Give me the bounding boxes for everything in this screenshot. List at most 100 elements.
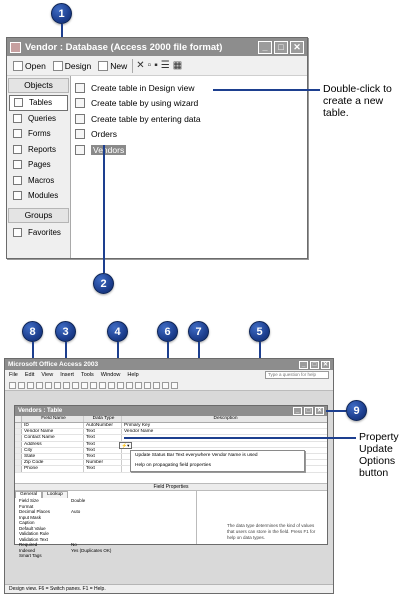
- undo-icon[interactable]: [81, 381, 88, 389]
- row-selector[interactable]: [15, 447, 22, 453]
- nav-item-macros[interactable]: Macros: [7, 173, 70, 189]
- data-type-cell[interactable]: Text: [84, 453, 122, 460]
- menu-view[interactable]: View: [41, 372, 54, 378]
- field-name-cell[interactable]: Zip Code: [22, 460, 84, 466]
- nav-item-forms[interactable]: Forms: [7, 126, 70, 142]
- table-maximize-button[interactable]: □: [304, 407, 313, 415]
- large-icons-icon[interactable]: ▫: [147, 60, 152, 71]
- cut-icon[interactable]: [54, 381, 61, 389]
- row-selector[interactable]: [15, 429, 22, 435]
- field-name-cell[interactable]: State: [22, 453, 84, 460]
- ask-question-input[interactable]: Type a question for help: [265, 371, 329, 379]
- build-icon[interactable]: [135, 381, 142, 389]
- view-icon[interactable]: [9, 381, 16, 389]
- property-row[interactable]: Format: [15, 504, 196, 510]
- property-update-options-button[interactable]: ⚡▾: [119, 442, 132, 449]
- row-selector[interactable]: [15, 441, 22, 447]
- table-design-window[interactable]: Vendors : Table _ □ ✕ Field Name Data Ty…: [14, 405, 328, 558]
- data-type-cell[interactable]: Text: [84, 429, 122, 435]
- delete-icon[interactable]: ✕: [136, 60, 145, 71]
- new-object-icon[interactable]: [162, 381, 169, 389]
- data-type-cell[interactable]: Number: [84, 460, 122, 466]
- indexes-icon[interactable]: [108, 381, 115, 389]
- menu-help[interactable]: Help: [127, 372, 139, 378]
- property-row[interactable]: Validation Rule: [15, 531, 196, 537]
- design-button[interactable]: Design: [51, 60, 93, 71]
- primary-key-icon[interactable]: [99, 381, 106, 389]
- property-value[interactable]: Auto: [71, 509, 81, 514]
- groups-header[interactable]: Groups: [8, 207, 69, 223]
- new-button[interactable]: New: [96, 60, 129, 71]
- field-name-cell[interactable]: Contact Name: [22, 435, 84, 441]
- create-table-wizard[interactable]: Create table by using wizard: [75, 96, 307, 112]
- nav-item-pages[interactable]: Pages: [7, 157, 70, 173]
- list-view-icon[interactable]: ☰: [160, 60, 170, 71]
- insert-rows-icon[interactable]: [117, 381, 124, 389]
- property-row[interactable]: Caption: [15, 520, 196, 526]
- row-selector[interactable]: [15, 435, 22, 441]
- small-icons-icon[interactable]: ▪: [154, 60, 158, 71]
- print-icon[interactable]: [27, 381, 34, 389]
- table-orders[interactable]: Orders: [75, 127, 307, 143]
- open-button[interactable]: Open: [11, 60, 48, 71]
- copy-icon[interactable]: [63, 381, 70, 389]
- paste-icon[interactable]: [72, 381, 79, 389]
- field-name-cell[interactable]: ID: [22, 423, 84, 429]
- database-window-icon[interactable]: [153, 381, 160, 389]
- data-type-cell[interactable]: Text: [84, 466, 122, 472]
- data-type-cell[interactable]: AutoNumber: [84, 423, 122, 429]
- property-row[interactable]: Smart Tags: [15, 553, 196, 559]
- nav-item-queries[interactable]: Queries: [7, 111, 70, 127]
- nav-item-reports[interactable]: Reports: [7, 142, 70, 158]
- property-row[interactable]: Default Value: [15, 526, 196, 532]
- objects-header[interactable]: Objects: [8, 78, 69, 93]
- menu-window[interactable]: Window: [100, 372, 121, 378]
- property-value[interactable]: Yes (Duplicates OK): [71, 547, 112, 553]
- database-window[interactable]: Vendor : Database (Access 2000 file form…: [6, 37, 308, 259]
- close-button[interactable]: ✕: [290, 40, 304, 54]
- property-value[interactable]: No: [71, 542, 77, 547]
- tab-lookup[interactable]: Lookup: [42, 491, 68, 498]
- table-vendors[interactable]: Vendors: [75, 142, 307, 158]
- create-table-design-view[interactable]: Create table in Design view: [75, 80, 307, 96]
- create-table-entering-data[interactable]: Create table by entering data: [75, 111, 307, 127]
- database-window-titlebar[interactable]: Vendor : Database (Access 2000 file form…: [7, 38, 307, 56]
- description-cell[interactable]: [122, 442, 327, 447]
- field-name-cell[interactable]: City: [22, 447, 84, 453]
- menu-edit[interactable]: Edit: [24, 372, 35, 378]
- field-name-cell[interactable]: Phone: [22, 466, 84, 472]
- property-row[interactable]: Validation Text: [15, 537, 196, 543]
- help-icon[interactable]: [171, 381, 178, 389]
- menu-file[interactable]: File: [9, 372, 18, 378]
- preview-icon[interactable]: [36, 381, 43, 389]
- access-window[interactable]: Microsoft Office Access 2003 _ □ ✕ File …: [4, 358, 334, 594]
- save-icon[interactable]: [18, 381, 25, 389]
- data-type-cell[interactable]: Text: [84, 441, 122, 447]
- table-minimize-button[interactable]: _: [293, 407, 302, 415]
- row-selector[interactable]: [15, 466, 22, 472]
- field-name-cell[interactable]: Vendor Name: [22, 429, 84, 435]
- access-minimize-button[interactable]: _: [299, 360, 308, 369]
- nav-item-favorites[interactable]: Favorites: [7, 225, 70, 241]
- tab-general[interactable]: General: [15, 491, 43, 498]
- data-type-cell[interactable]: Text: [84, 435, 122, 441]
- nav-item-modules[interactable]: Modules: [7, 188, 70, 204]
- access-maximize-button[interactable]: □: [310, 360, 319, 369]
- description-cell[interactable]: Primary Key: [124, 423, 151, 428]
- maximize-button[interactable]: □: [274, 40, 288, 54]
- table-close-button[interactable]: ✕: [315, 407, 324, 415]
- menu-insert[interactable]: Insert: [60, 372, 74, 378]
- minimize-button[interactable]: _: [258, 40, 272, 54]
- access-titlebar[interactable]: Microsoft Office Access 2003 _ □ ✕: [5, 359, 333, 370]
- data-type-cell[interactable]: Text: [84, 447, 122, 453]
- property-value[interactable]: Double: [71, 498, 86, 503]
- row-selector[interactable]: [15, 423, 22, 429]
- table-design-titlebar[interactable]: Vendors : Table _ □ ✕: [15, 406, 327, 416]
